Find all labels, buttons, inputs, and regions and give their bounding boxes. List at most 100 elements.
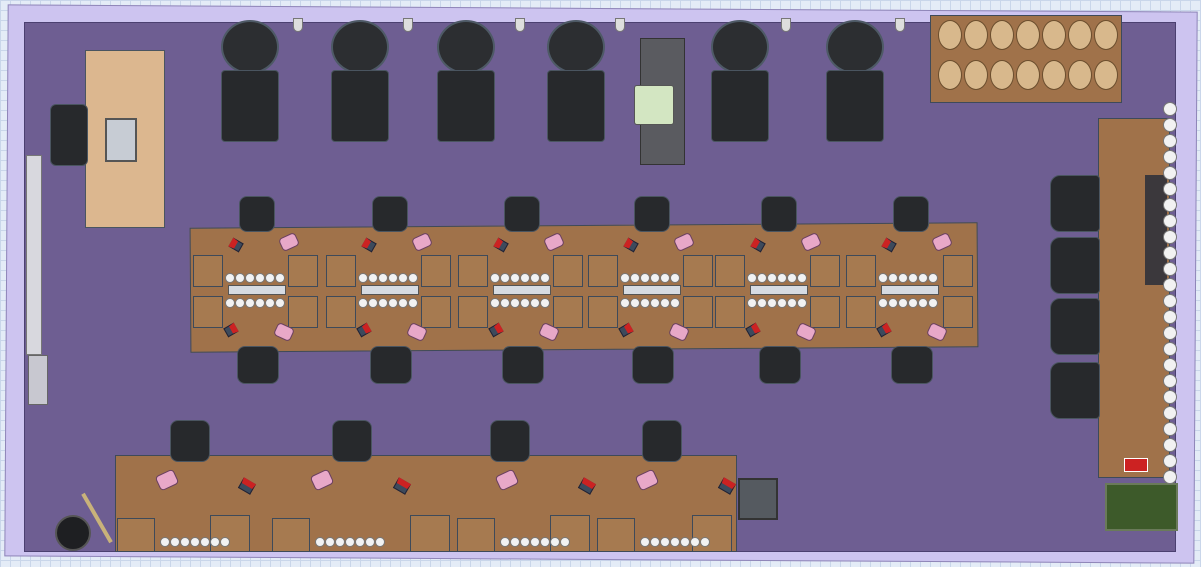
product-rack bbox=[1145, 175, 1167, 285]
mannequin-head bbox=[1016, 60, 1040, 90]
drawer bbox=[458, 255, 488, 287]
roller bbox=[640, 298, 650, 308]
roller bbox=[398, 298, 408, 308]
drawer bbox=[943, 255, 973, 287]
styling-chair[interactable] bbox=[890, 346, 933, 384]
styling-chair[interactable] bbox=[332, 420, 372, 462]
shampoo-chair[interactable] bbox=[221, 70, 279, 142]
ceiling-light-icon bbox=[515, 18, 525, 32]
drawer bbox=[457, 518, 495, 552]
trash-bin[interactable] bbox=[55, 515, 91, 551]
styling-chair[interactable] bbox=[503, 196, 540, 232]
reception-chair[interactable] bbox=[50, 104, 88, 166]
roller bbox=[378, 273, 388, 283]
roller bbox=[787, 298, 797, 308]
shampoo-chair[interactable] bbox=[711, 70, 769, 142]
roller bbox=[490, 298, 500, 308]
mannequin-head bbox=[1094, 60, 1118, 90]
tool-tray bbox=[361, 285, 419, 295]
waiting-chair[interactable] bbox=[1050, 175, 1100, 232]
roller bbox=[368, 273, 378, 283]
waiting-chair[interactable] bbox=[1050, 237, 1100, 294]
green-cart[interactable] bbox=[634, 85, 674, 125]
product-bottle bbox=[1163, 102, 1177, 116]
roller bbox=[660, 537, 670, 547]
roller bbox=[325, 537, 335, 547]
styling-chair[interactable] bbox=[490, 420, 530, 462]
product-bottle bbox=[1163, 406, 1177, 420]
ceiling-light-icon bbox=[403, 18, 413, 32]
styling-chair[interactable] bbox=[758, 346, 801, 384]
mannequin-head bbox=[1016, 20, 1040, 50]
styling-chair[interactable] bbox=[642, 420, 682, 462]
roller bbox=[787, 273, 797, 283]
product-bottle bbox=[1163, 262, 1177, 276]
roller bbox=[560, 537, 570, 547]
roller bbox=[500, 273, 510, 283]
styling-chair[interactable] bbox=[170, 420, 210, 462]
drawer bbox=[553, 255, 583, 287]
roller bbox=[747, 298, 757, 308]
product-bottle bbox=[1163, 310, 1177, 324]
product-bottle bbox=[1163, 278, 1177, 292]
roller bbox=[358, 273, 368, 283]
roller bbox=[797, 298, 807, 308]
mannequin-head bbox=[1068, 20, 1092, 50]
central-station-block bbox=[189, 222, 979, 353]
roller bbox=[500, 298, 510, 308]
roller bbox=[767, 298, 777, 308]
styling-chair[interactable] bbox=[892, 196, 929, 232]
roller bbox=[490, 273, 500, 283]
roller bbox=[670, 298, 680, 308]
roller bbox=[210, 537, 220, 547]
roller bbox=[180, 537, 190, 547]
styling-chair[interactable] bbox=[369, 346, 412, 384]
shampoo-bowl[interactable] bbox=[547, 20, 605, 74]
tool-tray bbox=[493, 285, 551, 295]
roller bbox=[245, 298, 255, 308]
shampoo-chair[interactable] bbox=[331, 70, 389, 142]
shampoo-chair[interactable] bbox=[437, 70, 495, 142]
roller bbox=[388, 298, 398, 308]
drawer bbox=[715, 255, 745, 287]
product-bottle bbox=[1163, 438, 1177, 452]
shampoo-bowl[interactable] bbox=[331, 20, 389, 74]
shampoo-bowl[interactable] bbox=[826, 20, 884, 74]
roller bbox=[650, 273, 660, 283]
roller bbox=[898, 298, 908, 308]
shampoo-chair[interactable] bbox=[547, 70, 605, 142]
shampoo-bowl[interactable] bbox=[437, 20, 495, 74]
styling-chair[interactable] bbox=[631, 346, 674, 384]
styling-chair[interactable] bbox=[371, 196, 408, 232]
roller bbox=[640, 537, 650, 547]
roller bbox=[670, 273, 680, 283]
waiting-chair[interactable] bbox=[1050, 298, 1100, 355]
drawer bbox=[597, 518, 635, 552]
shampoo-chair[interactable] bbox=[826, 70, 884, 142]
shampoo-bowl[interactable] bbox=[221, 20, 279, 74]
styling-chair[interactable] bbox=[501, 346, 544, 384]
roller bbox=[757, 273, 767, 283]
drawer bbox=[715, 296, 745, 328]
product-bottle bbox=[1163, 134, 1177, 148]
tool-tray bbox=[228, 285, 286, 295]
roller bbox=[355, 537, 365, 547]
drawer bbox=[458, 296, 488, 328]
shampoo-bowl[interactable] bbox=[711, 20, 769, 74]
styling-chair[interactable] bbox=[236, 346, 279, 384]
mannequin-head bbox=[1068, 60, 1092, 90]
roller bbox=[700, 537, 710, 547]
styling-chair[interactable] bbox=[760, 196, 797, 232]
roller bbox=[650, 298, 660, 308]
styling-chair[interactable] bbox=[633, 196, 670, 232]
ceiling-light-icon bbox=[293, 18, 303, 32]
wall-cabinet bbox=[28, 355, 48, 405]
waiting-chair[interactable] bbox=[1050, 362, 1100, 419]
styling-chair[interactable] bbox=[238, 196, 275, 232]
roller bbox=[690, 537, 700, 547]
roller bbox=[530, 298, 540, 308]
floor-mat bbox=[1105, 483, 1178, 531]
product-bottle bbox=[1163, 390, 1177, 404]
roller bbox=[878, 298, 888, 308]
roller bbox=[767, 273, 777, 283]
